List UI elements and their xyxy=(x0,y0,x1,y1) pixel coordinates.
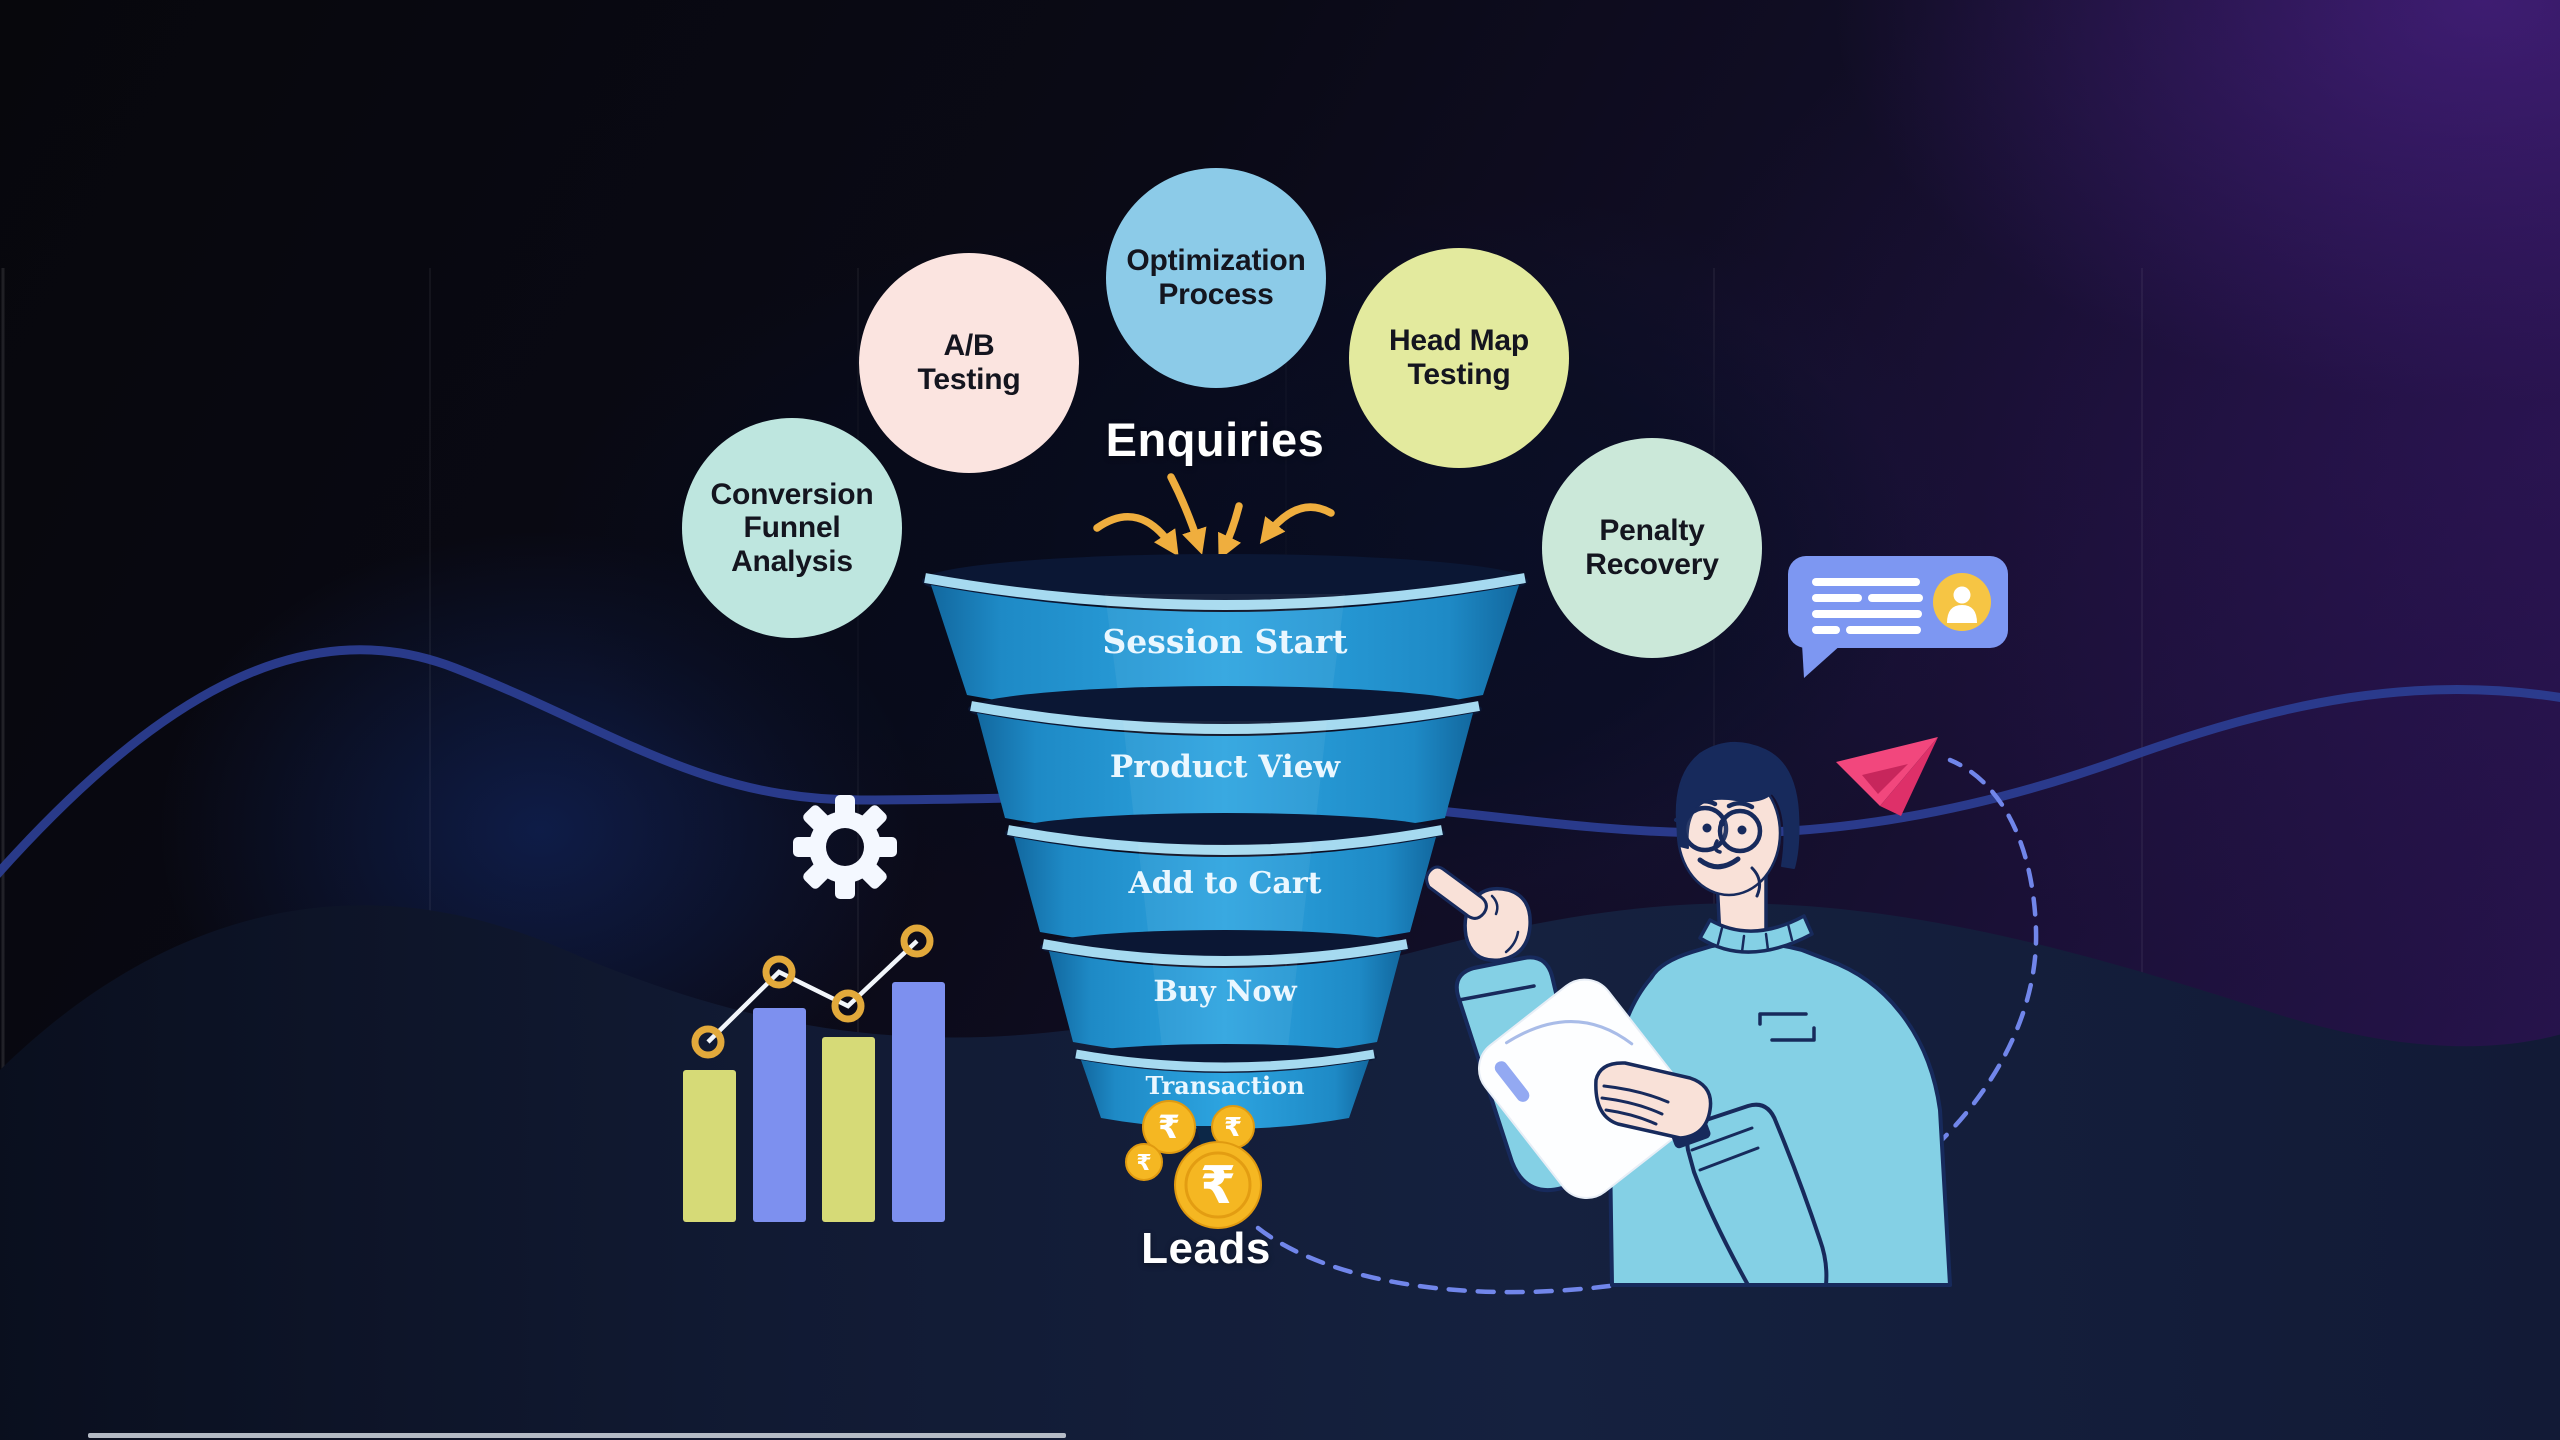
rupee-coin-icon: ₹ ₹ ₹ ₹ xyxy=(1125,1100,1262,1229)
bubble-label: A/B Testing xyxy=(917,329,1021,396)
svg-text:₹: ₹ xyxy=(1200,1156,1236,1216)
background-wave-fill xyxy=(0,903,2560,1440)
funnel-stage-label: Transaction xyxy=(1145,1071,1304,1100)
curved-arrow-icon xyxy=(1093,473,1335,561)
paper-plane-icon xyxy=(1836,737,1938,816)
bubble-ab-testing: A/B Testing xyxy=(859,253,1079,473)
bubble-label: Penalty Recovery xyxy=(1585,514,1719,581)
progress-strip xyxy=(88,1433,1066,1438)
pocket-detail xyxy=(1758,1012,1816,1042)
tablet xyxy=(1478,978,1694,1199)
pointing-hand xyxy=(1425,865,1532,963)
conversion-funnel: Session Start Product View Add to Cart xyxy=(922,473,1528,1152)
funnel-stage-buy-now: Buy Now xyxy=(1040,930,1410,1056)
bubble-label: Conversion Funnel Analysis xyxy=(710,477,874,578)
bubble-penalty-recovery: Penalty Recovery xyxy=(1542,438,1762,658)
svg-text:₹: ₹ xyxy=(1158,1108,1180,1146)
funnel-stage-label: Session Start xyxy=(1102,622,1348,661)
bubble-head-map-testing: Head Map Testing xyxy=(1349,248,1569,468)
enquiries-label: Enquiries xyxy=(1105,413,1325,466)
funnel-stage-session-start: Session Start xyxy=(922,554,1528,719)
funnel-stage-label: Buy Now xyxy=(1153,974,1297,1008)
gear-icon xyxy=(793,795,897,899)
leads-label: Leads xyxy=(1141,1224,1271,1273)
funnel-stage-add-to-cart: Add to Cart xyxy=(1005,813,1445,949)
dashed-loop-curve xyxy=(1255,757,2039,1295)
chat-bubble-icon xyxy=(1788,556,2008,678)
funnel-stage-product-view: Product View xyxy=(968,686,1482,838)
funnel-stage-label: Product View xyxy=(1110,749,1342,785)
bubble-label: Head Map Testing xyxy=(1388,324,1530,391)
glasses-icon xyxy=(1674,805,1763,854)
user-icon xyxy=(1933,573,1991,631)
svg-text:₹: ₹ xyxy=(1136,1151,1151,1176)
person-head xyxy=(1674,741,1800,898)
bubble-label: Optimization Process xyxy=(1126,244,1306,311)
line-chart-icon xyxy=(706,939,919,1044)
svg-text:₹: ₹ xyxy=(1224,1113,1242,1143)
bar-chart-icon xyxy=(683,924,945,1222)
person-illustration xyxy=(1425,741,1952,1287)
bubble-conversion-funnel-analysis: Conversion Funnel Analysis xyxy=(682,418,902,638)
funnel-stage-label: Add to Cart xyxy=(1128,866,1322,901)
bubble-optimization-process: Optimization Process xyxy=(1106,168,1326,388)
holding-hand xyxy=(1594,1061,1713,1140)
